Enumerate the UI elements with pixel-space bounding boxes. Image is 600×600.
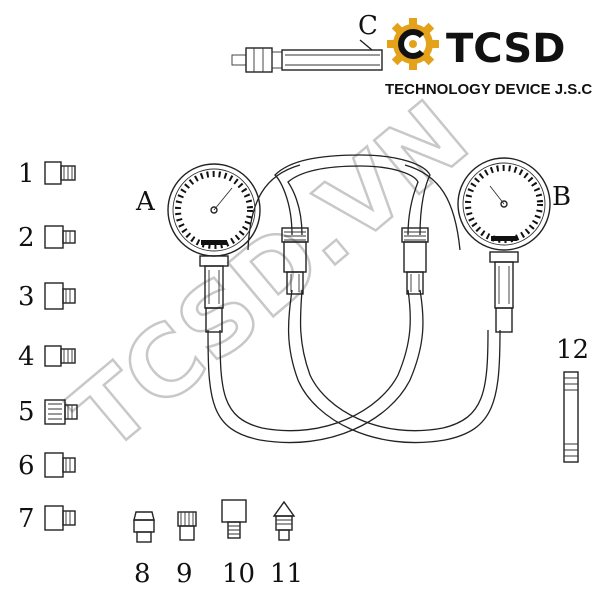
- fitting-item: 11: [270, 500, 303, 589]
- adapter-number: 1: [18, 159, 35, 189]
- bottom-fittings: 8 9 10 11: [133, 499, 303, 589]
- gauge-a: A: [135, 163, 261, 333]
- adapter-item: 5: [18, 397, 78, 427]
- adapter-item: 1: [18, 159, 76, 189]
- fitting-number: 8: [134, 559, 151, 589]
- adapter-number: 2: [18, 223, 35, 253]
- fitting-item: 9: [176, 511, 197, 589]
- extension-tube: 12: [556, 335, 589, 463]
- main-hose-loop: [207, 154, 501, 444]
- extension-number: 12: [556, 335, 589, 365]
- adapter-number: 5: [18, 397, 35, 427]
- label-b: B: [552, 182, 571, 212]
- adapter-item: 7: [18, 504, 76, 534]
- hose-c: C: [231, 11, 383, 73]
- fitting-number: 11: [270, 559, 303, 589]
- hose-fitting-left: [281, 227, 309, 295]
- fitting-number: 9: [176, 559, 193, 589]
- gear-icon: [387, 18, 439, 70]
- adapter-item: 2: [18, 223, 76, 253]
- adapter-list: 1 2 3 4 5: [18, 159, 78, 534]
- adapter-number: 3: [18, 282, 35, 312]
- adapter-number: 6: [18, 451, 35, 481]
- adapter-item: 6: [18, 451, 76, 481]
- hose-fitting-right: [401, 227, 429, 295]
- adapter-item: 3: [18, 282, 76, 312]
- gauge-b: B: [457, 157, 571, 333]
- fitting-item: 10: [221, 499, 255, 589]
- brand-logo: TCSD TECHNOLOGY DEVICE J.S.C: [385, 18, 592, 98]
- label-a: A: [135, 187, 156, 217]
- adapter-number: 7: [18, 504, 35, 534]
- adapter-number: 4: [18, 342, 35, 372]
- fitting-number: 10: [222, 559, 255, 589]
- brand-subtitle: TECHNOLOGY DEVICE J.S.C: [385, 81, 592, 98]
- adapter-item: 4: [18, 342, 76, 372]
- fitting-item: 8: [133, 511, 155, 589]
- label-c: C: [358, 11, 378, 41]
- brand-name: TCSD: [446, 26, 565, 72]
